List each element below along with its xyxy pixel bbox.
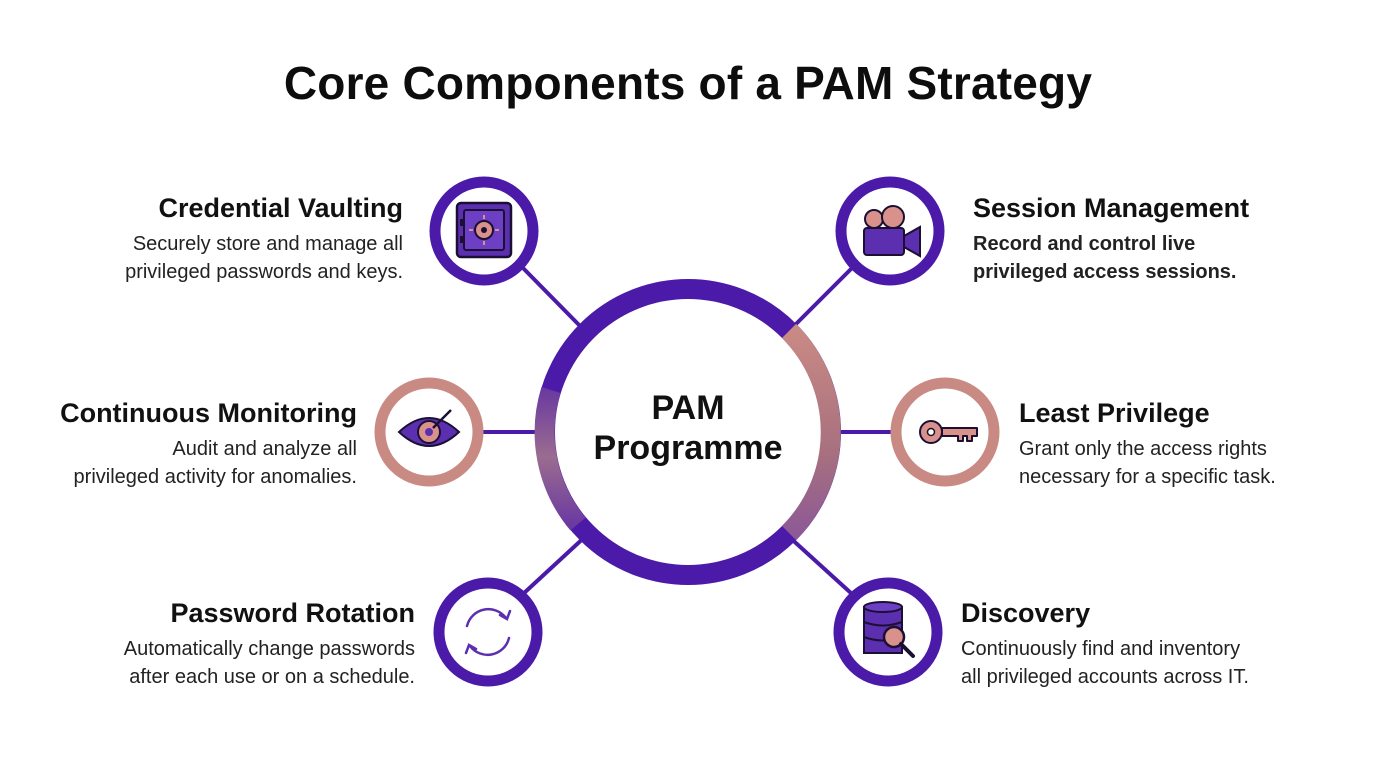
component-credential-vaulting: Credential Vaulting Securely store and m… [125, 192, 403, 286]
connector-credential-vaulting [521, 266, 584, 330]
component-title: Continuous Monitoring [60, 398, 357, 428]
description-line: privileged activity for anomalies. [73, 466, 357, 488]
description-line: Securely store and manage all [132, 233, 403, 255]
database-search-icon [863, 601, 915, 658]
component-description: Securely store and manage all privileged… [125, 230, 403, 286]
node-discovery [833, 577, 943, 687]
description-line: Record and control live [973, 233, 1196, 255]
node-password-rotation [433, 577, 543, 687]
component-title: Credential Vaulting [158, 193, 403, 223]
description-line: Automatically change passwords [123, 638, 415, 660]
eye-icon [397, 409, 461, 447]
connector-discovery [784, 532, 854, 596]
description-line: privileged access sessions. [973, 261, 1237, 283]
node-least-privilege [890, 377, 1000, 487]
component-title: Session Management [973, 193, 1250, 223]
component-title: Password Rotation [170, 598, 415, 628]
center-ring-left-segment [534, 387, 586, 531]
component-description: Record and control live privileged acces… [973, 230, 1249, 286]
vault-icon [455, 201, 513, 259]
component-title: Least Privilege [1019, 398, 1210, 428]
connector-session-management [790, 266, 854, 330]
video-camera-icon [863, 205, 921, 258]
page-title: Core Components of a PAM Strategy [283, 57, 1093, 109]
description-line: after each use or on a schedule. [129, 666, 415, 688]
node-credential-vaulting [429, 176, 539, 286]
description-line: all privileged accounts across IT. [961, 666, 1249, 688]
connector-password-rotation [521, 532, 590, 596]
center-ring-right-segment [781, 323, 841, 541]
node-session-management [835, 176, 945, 286]
description-line: Audit and analyze all [172, 438, 357, 460]
component-continuous-monitoring: Continuous Monitoring Audit and analyze … [60, 397, 357, 491]
rotate-arrows-icon [464, 607, 512, 657]
center-ring [534, 279, 841, 585]
center-label: PAM Programme [568, 388, 808, 468]
component-password-rotation: Password Rotation Automatically change p… [124, 597, 415, 691]
component-session-management: Session Management Record and control li… [973, 192, 1249, 286]
component-description: Audit and analyze all privileged activit… [60, 435, 357, 491]
component-discovery: Discovery Continuously find and inventor… [961, 597, 1249, 691]
key-icon [919, 420, 978, 444]
component-description: Grant only the access rights necessary f… [1019, 435, 1276, 491]
component-least-privilege: Least Privilege Grant only the access ri… [1019, 397, 1276, 491]
center-label-line1: PAM [651, 389, 725, 427]
component-description: Automatically change passwords after eac… [124, 635, 415, 691]
description-line: necessary for a specific task. [1019, 466, 1276, 488]
component-description: Continuously find and inventory all priv… [961, 635, 1249, 691]
description-line: Grant only the access rights [1019, 438, 1267, 460]
description-line: Continuously find and inventory [961, 638, 1241, 660]
component-title: Discovery [961, 598, 1091, 628]
center-label-line2: Programme [593, 429, 783, 467]
node-continuous-monitoring [374, 377, 484, 487]
description-line: privileged passwords and keys. [125, 261, 403, 283]
